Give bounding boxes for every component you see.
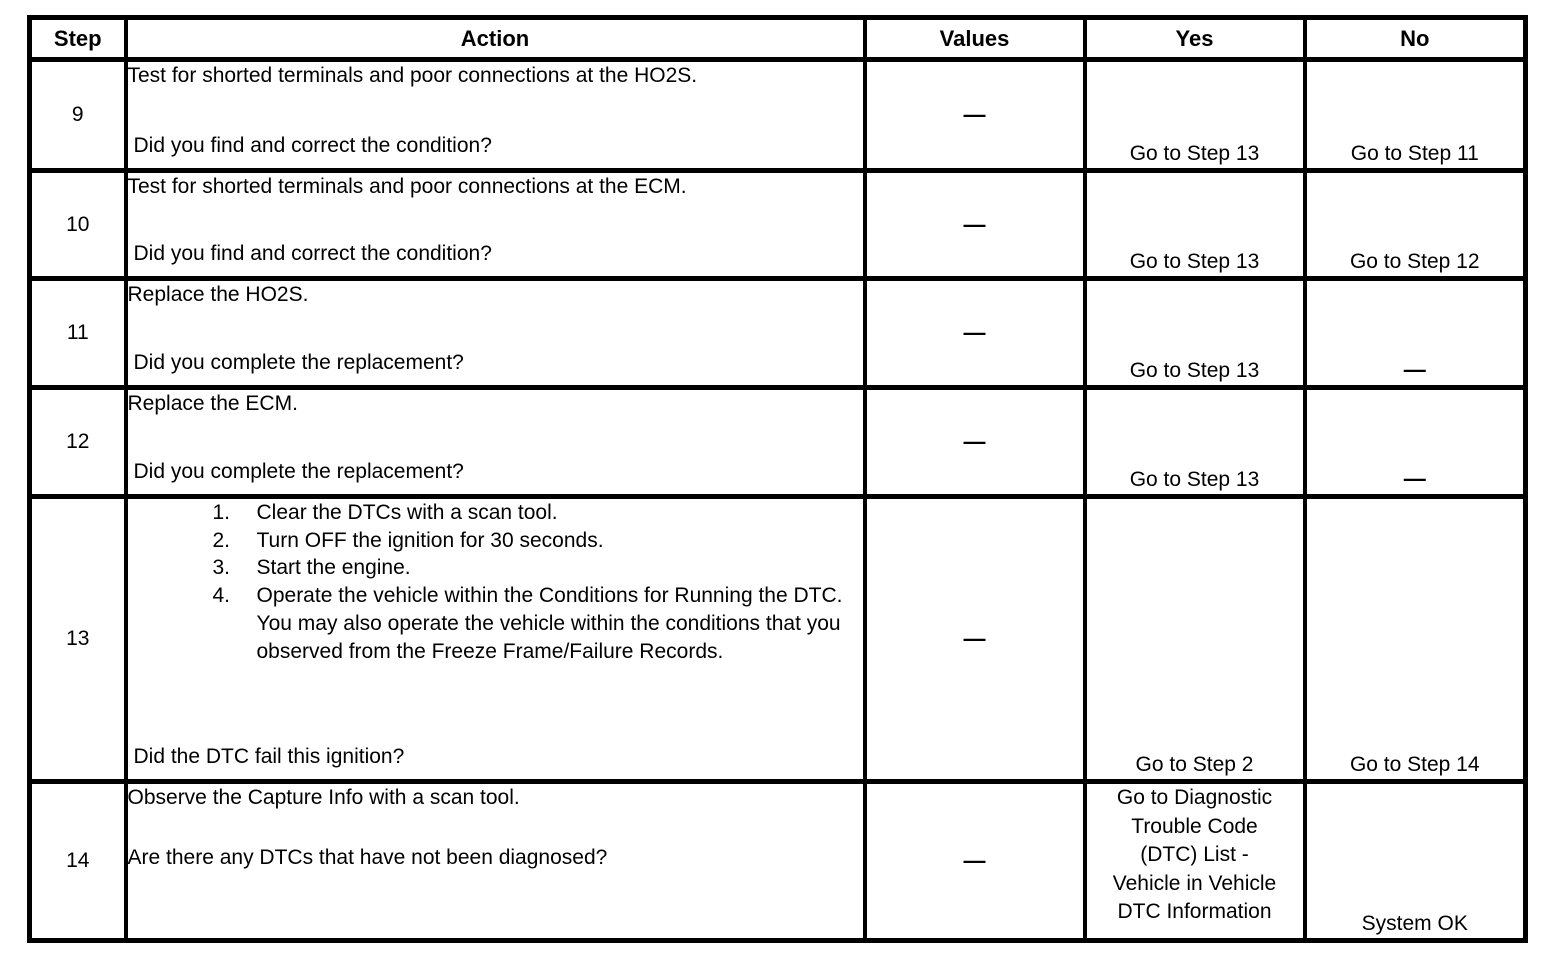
yes-text-line: Go to Diagnostic [1116, 786, 1273, 810]
list-item-number: 1. [212, 501, 231, 525]
action-text: Replace the ECM. [127, 392, 298, 416]
step-cell: 13 [27, 494, 128, 784]
no-cell: Go to Step 14 [1302, 494, 1528, 784]
action-question: Did you find and correct the condition? [133, 134, 492, 158]
values-dash: — [963, 848, 986, 874]
table-row: 10 Test for shorted terminals and poor c… [27, 168, 1528, 281]
no-column-header: No [1302, 15, 1528, 62]
yes-text-line: (DTC) List - [1140, 843, 1249, 866]
values-dash: — [963, 211, 986, 237]
action-cell: Test for shorted terminals and poor conn… [123, 168, 867, 281]
action-text: Test for shorted terminals and poor conn… [127, 175, 687, 199]
values-cell: — [862, 168, 1087, 281]
list-item-number: 4. [212, 584, 231, 608]
action-column-header: Action [123, 15, 867, 62]
action-cell: Replace the ECM. Did you complete the re… [123, 385, 867, 499]
table-row: 11 Replace the HO2S. Did you complete th… [27, 276, 1528, 390]
list-item-text: Start the engine. [256, 556, 411, 580]
step-cell: 12 [27, 385, 128, 499]
values-cell: — [862, 494, 1087, 784]
values-column-header: Values [862, 15, 1087, 62]
step-cell: 14 [27, 779, 128, 943]
yes-column-header: Yes [1082, 15, 1307, 62]
step-cell: 9 [27, 57, 128, 173]
values-dash: — [963, 626, 986, 652]
values-cell: — [862, 779, 1087, 943]
list-item-number: 3. [212, 556, 231, 580]
action-text: Replace the HO2S. [127, 283, 309, 307]
no-dash: — [1403, 357, 1426, 383]
action-cell: Test for shorted terminals and poor conn… [123, 57, 867, 173]
no-cell: Go to Step 11 [1302, 57, 1528, 173]
step-cell: 10 [27, 168, 128, 281]
action-text: Test for shorted terminals and poor conn… [127, 64, 698, 88]
action-cell: Observe the Capture Info with a scan too… [123, 779, 867, 943]
step-column-header: Step [27, 15, 128, 62]
action-question: Did you complete the replacement? [133, 351, 464, 375]
action-numbered-list: 1. Clear the DTCs with a scan tool. 2. T… [212, 501, 861, 666]
yes-text-line: Trouble Code [1131, 814, 1258, 838]
table-row: 9 Test for shorted terminals and poor co… [27, 57, 1528, 173]
table-row: 12 Replace the ECM. Did you complete the… [27, 385, 1528, 499]
list-item: 2. Turn OFF the ignition for 30 seconds. [212, 527, 861, 555]
yes-cell: Go to Step 13 [1082, 57, 1307, 173]
yes-text-line: Vehicle in Vehicle [1112, 871, 1277, 895]
no-cell: — [1302, 385, 1528, 499]
action-question: Did the DTC fail this ignition? [133, 745, 405, 769]
no-cell: System OK [1302, 779, 1528, 943]
values-cell: — [862, 276, 1087, 390]
no-dash: — [1403, 466, 1426, 492]
list-item-text: Turn OFF the ignition for 30 seconds. [256, 528, 604, 552]
table-header-row: Step Action Values Yes No [27, 15, 1528, 62]
action-question: Did you complete the replacement? [133, 460, 464, 484]
values-cell: — [862, 385, 1087, 499]
yes-cell: Go to Step 13 [1082, 276, 1307, 390]
table-row: 13 1. Clear the DTCs with a scan tool. 2… [27, 494, 1528, 784]
list-item-text: Clear the DTCs with a scan tool. [256, 501, 558, 525]
diagnostic-table: Step Action Values Yes No 9 Test for sho… [27, 15, 1528, 943]
action-text: Observe the Capture Info with a scan too… [127, 786, 520, 810]
values-cell: — [862, 57, 1087, 173]
list-item-text: Operate the vehicle within the Condition… [256, 584, 843, 663]
yes-text-line: DTC Information [1117, 900, 1272, 923]
values-dash: — [963, 429, 986, 455]
action-question: Are there any DTCs that have not been di… [127, 845, 608, 869]
step-cell: 11 [27, 276, 128, 390]
yes-cell: Go to Step 13 [1082, 385, 1307, 499]
list-item: 4. Operate the vehicle within the Condit… [212, 582, 861, 665]
list-item-number: 2. [212, 528, 231, 552]
yes-cell: Go to Step 13 [1082, 168, 1307, 281]
action-cell: 1. Clear the DTCs with a scan tool. 2. T… [123, 494, 867, 784]
list-item: 1. Clear the DTCs with a scan tool. [212, 501, 861, 527]
action-question: Did you find and correct the condition? [133, 242, 492, 266]
table-row: 14 Observe the Capture Info with a scan … [27, 779, 1528, 943]
yes-cell: Go to Step 2 [1082, 494, 1307, 784]
action-cell: Replace the HO2S. Did you complete the r… [123, 276, 867, 390]
no-cell: Go to Step 12 [1302, 168, 1528, 281]
yes-cell: Go to Diagnostic Trouble Code (DTC) List… [1082, 779, 1307, 943]
values-dash: — [963, 102, 986, 128]
values-dash: — [963, 320, 986, 346]
no-cell: — [1302, 276, 1528, 390]
list-item: 3. Start the engine. [212, 554, 861, 582]
